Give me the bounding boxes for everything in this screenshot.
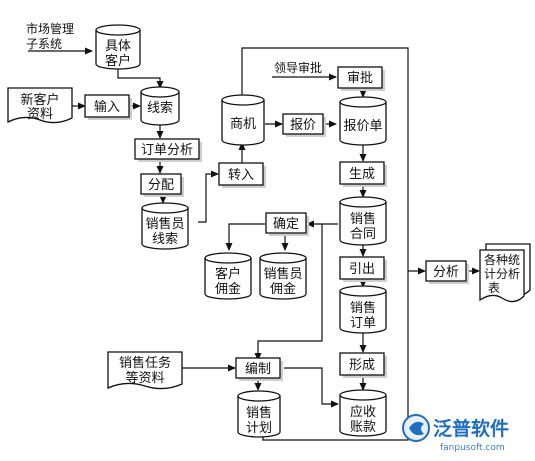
fanpu-logo-icon	[402, 414, 430, 442]
specific-customer-line1: 具体	[105, 39, 131, 54]
connectors	[28, 47, 480, 441]
approve-label: 审批	[347, 71, 373, 86]
node-quote-sheet: 报价单	[339, 96, 387, 146]
node-quote: 报价	[282, 113, 326, 137]
node-reports: 各种统 计分析 表	[479, 243, 531, 303]
sales-contract-line1: 销售	[350, 211, 376, 227]
node-salesperson-commission: 销售员 佣金	[259, 252, 307, 300]
node-approve: 审批	[337, 66, 385, 91]
transfer-in-label: 转入	[228, 168, 254, 183]
reports-line1: 各种统	[484, 252, 520, 267]
node-market-system: 市场管理 子系统	[26, 21, 74, 51]
node-sales-contract: 销售 合同	[339, 196, 387, 246]
node-sales-order: 销售 订单	[339, 285, 387, 334]
compile-label: 编制	[245, 362, 271, 377]
node-form: 形成	[339, 352, 387, 378]
sales-leads-line1: 销售员	[145, 216, 184, 232]
market-system-line1: 市场管理	[26, 21, 74, 36]
node-sales-plan: 销售 计划	[237, 390, 281, 438]
new-customer-line1: 新客户	[20, 92, 59, 108]
sales-task-line2: 等资料	[125, 370, 164, 386]
customer-commission-line1: 客户	[215, 266, 241, 282]
salesperson-commission-line1: 销售员	[263, 266, 302, 282]
market-system-line2: 子系统	[26, 37, 62, 51]
order-analysis-label: 订单分析	[141, 143, 193, 158]
sales-leads-line2: 线索	[152, 232, 178, 247]
node-analysis: 分析	[425, 260, 469, 284]
reports-line3: 表	[488, 281, 500, 295]
sales-task-line1: 销售任务	[119, 355, 171, 371]
node-transfer-in: 转入	[218, 162, 266, 188]
node-generate: 生成	[339, 161, 387, 187]
lead-out-label: 引出	[349, 262, 375, 277]
node-specific-customer: 具体 客户	[95, 24, 141, 70]
sales-order-line2: 订单	[350, 316, 376, 331]
analysis-label: 分析	[433, 265, 459, 280]
node-lead-out: 引出	[339, 256, 387, 282]
receivables-line2: 账款	[350, 420, 376, 435]
node-receivables: 应收 账款	[339, 389, 387, 437]
node-compile: 编制	[235, 357, 283, 381]
brand-name: 泛普软件	[433, 417, 509, 440]
new-customer-line2: 资料	[27, 107, 53, 122]
node-opportunity: 商机	[221, 94, 265, 146]
salesperson-commission-line2: 佣金	[270, 281, 296, 297]
quote-sheet-label: 报价单	[343, 119, 382, 134]
customer-commission-line2: 佣金	[215, 281, 241, 297]
leader-approval-label: 领导审批	[274, 60, 322, 75]
receivables-line1: 应收	[350, 404, 376, 420]
allocate-label: 分配	[148, 178, 174, 193]
confirm-label: 确定	[273, 217, 299, 232]
quote-label: 报价	[290, 118, 316, 133]
sales-plan-line2: 计划	[246, 421, 272, 436]
node-order-analysis: 订单分析	[134, 138, 202, 162]
node-input: 输入	[84, 94, 132, 120]
generate-label: 生成	[349, 167, 375, 182]
node-confirm: 确定	[265, 212, 309, 236]
leads-label: 线索	[147, 101, 173, 116]
input-label: 输入	[94, 99, 120, 115]
brand-url: fanpusoft.com	[440, 443, 505, 453]
sales-order-line1: 销售	[350, 300, 376, 316]
opportunity-label: 商机	[230, 117, 256, 132]
sales-plan-line1: 销售	[246, 405, 272, 421]
node-sales-leads: 销售员 线索	[141, 202, 189, 250]
node-new-customer-data: 新客户 资料	[7, 87, 73, 124]
sales-contract-line2: 合同	[350, 227, 376, 242]
form-label: 形成	[349, 358, 375, 373]
node-sales-task-data: 销售任务 等资料	[107, 351, 183, 390]
node-allocate: 分配	[140, 173, 184, 197]
brand-logo: 泛普软件 fanpusoft.com	[402, 414, 509, 453]
node-leads: 线索	[140, 86, 180, 126]
reports-line2: 计分析	[484, 267, 520, 281]
specific-customer-line2: 客户	[105, 53, 131, 69]
node-customer-commission: 客户 佣金	[204, 252, 252, 300]
